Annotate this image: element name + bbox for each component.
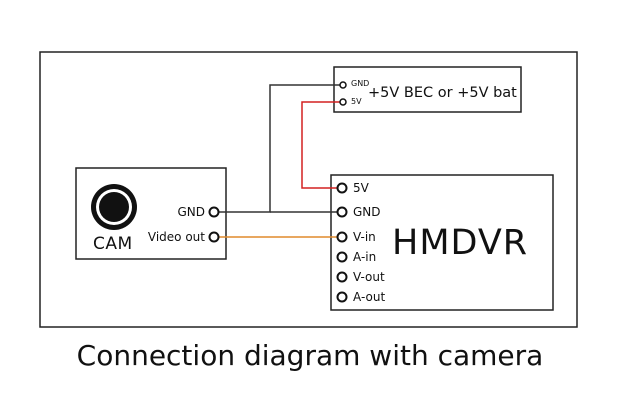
power-5v-terminal <box>339 98 347 106</box>
power-gnd-terminal <box>339 81 347 89</box>
camera-name: CAM <box>93 234 133 254</box>
camera-box <box>75 167 227 260</box>
hmdvr-aout-terminal <box>336 291 348 303</box>
hmdvr-vout-terminal <box>336 271 348 283</box>
hmdvr-5v-terminal <box>336 182 348 194</box>
hmdvr-gnd-terminal <box>336 206 348 218</box>
camera-video-terminal <box>208 231 220 243</box>
camera-gnd-label: GND <box>177 205 205 219</box>
camera-lens-icon <box>91 184 137 230</box>
hmdvr-vin-terminal <box>336 231 348 243</box>
hmdvr-pin-gnd-label: GND <box>353 205 381 219</box>
camera-gnd-terminal <box>208 206 220 218</box>
hmdvr-ain-terminal <box>336 251 348 263</box>
outer-frame <box>39 51 578 328</box>
power-source-label: +5V BEC or +5V bat <box>368 85 517 101</box>
camera-video-out-label: Video out <box>147 230 205 244</box>
hmdvr-pin-ain-label: A-in <box>353 250 377 264</box>
hmdvr-name: HMDVR <box>392 223 529 263</box>
power-5v-label: 5V <box>351 97 362 106</box>
hmdvr-pin-vin-label: V-in <box>353 230 376 244</box>
hmdvr-pin-vout-label: V-out <box>353 270 385 284</box>
power-source-box <box>333 66 522 113</box>
hmdvr-pin-5v-label: 5V <box>353 181 369 195</box>
diagram-caption: Connection diagram with camera <box>76 339 544 372</box>
power-gnd-label: GND <box>351 79 370 88</box>
hmdvr-box <box>330 174 554 311</box>
gnd-wire <box>218 84 341 213</box>
5v-wire <box>301 101 341 189</box>
hmdvr-pin-aout-label: A-out <box>353 290 386 304</box>
